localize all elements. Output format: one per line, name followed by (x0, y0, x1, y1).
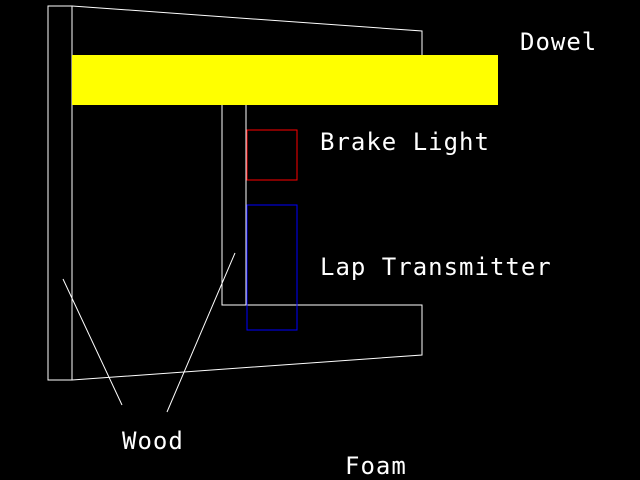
wood-strip (47, 5, 73, 381)
dowel-label: Dowel (520, 28, 597, 56)
dowel-bar (72, 55, 498, 105)
wood-leader-line-right (166, 252, 236, 413)
brake-light-box (246, 129, 298, 181)
lap-transmitter-box (246, 204, 298, 331)
brake-light-label: Brake Light (320, 128, 490, 156)
wood-label: Wood (122, 427, 184, 455)
foam-label: Foam (345, 452, 407, 480)
wood-leader-line-left (62, 278, 123, 406)
lap-transmitter-label: Lap Transmitter (320, 253, 552, 281)
